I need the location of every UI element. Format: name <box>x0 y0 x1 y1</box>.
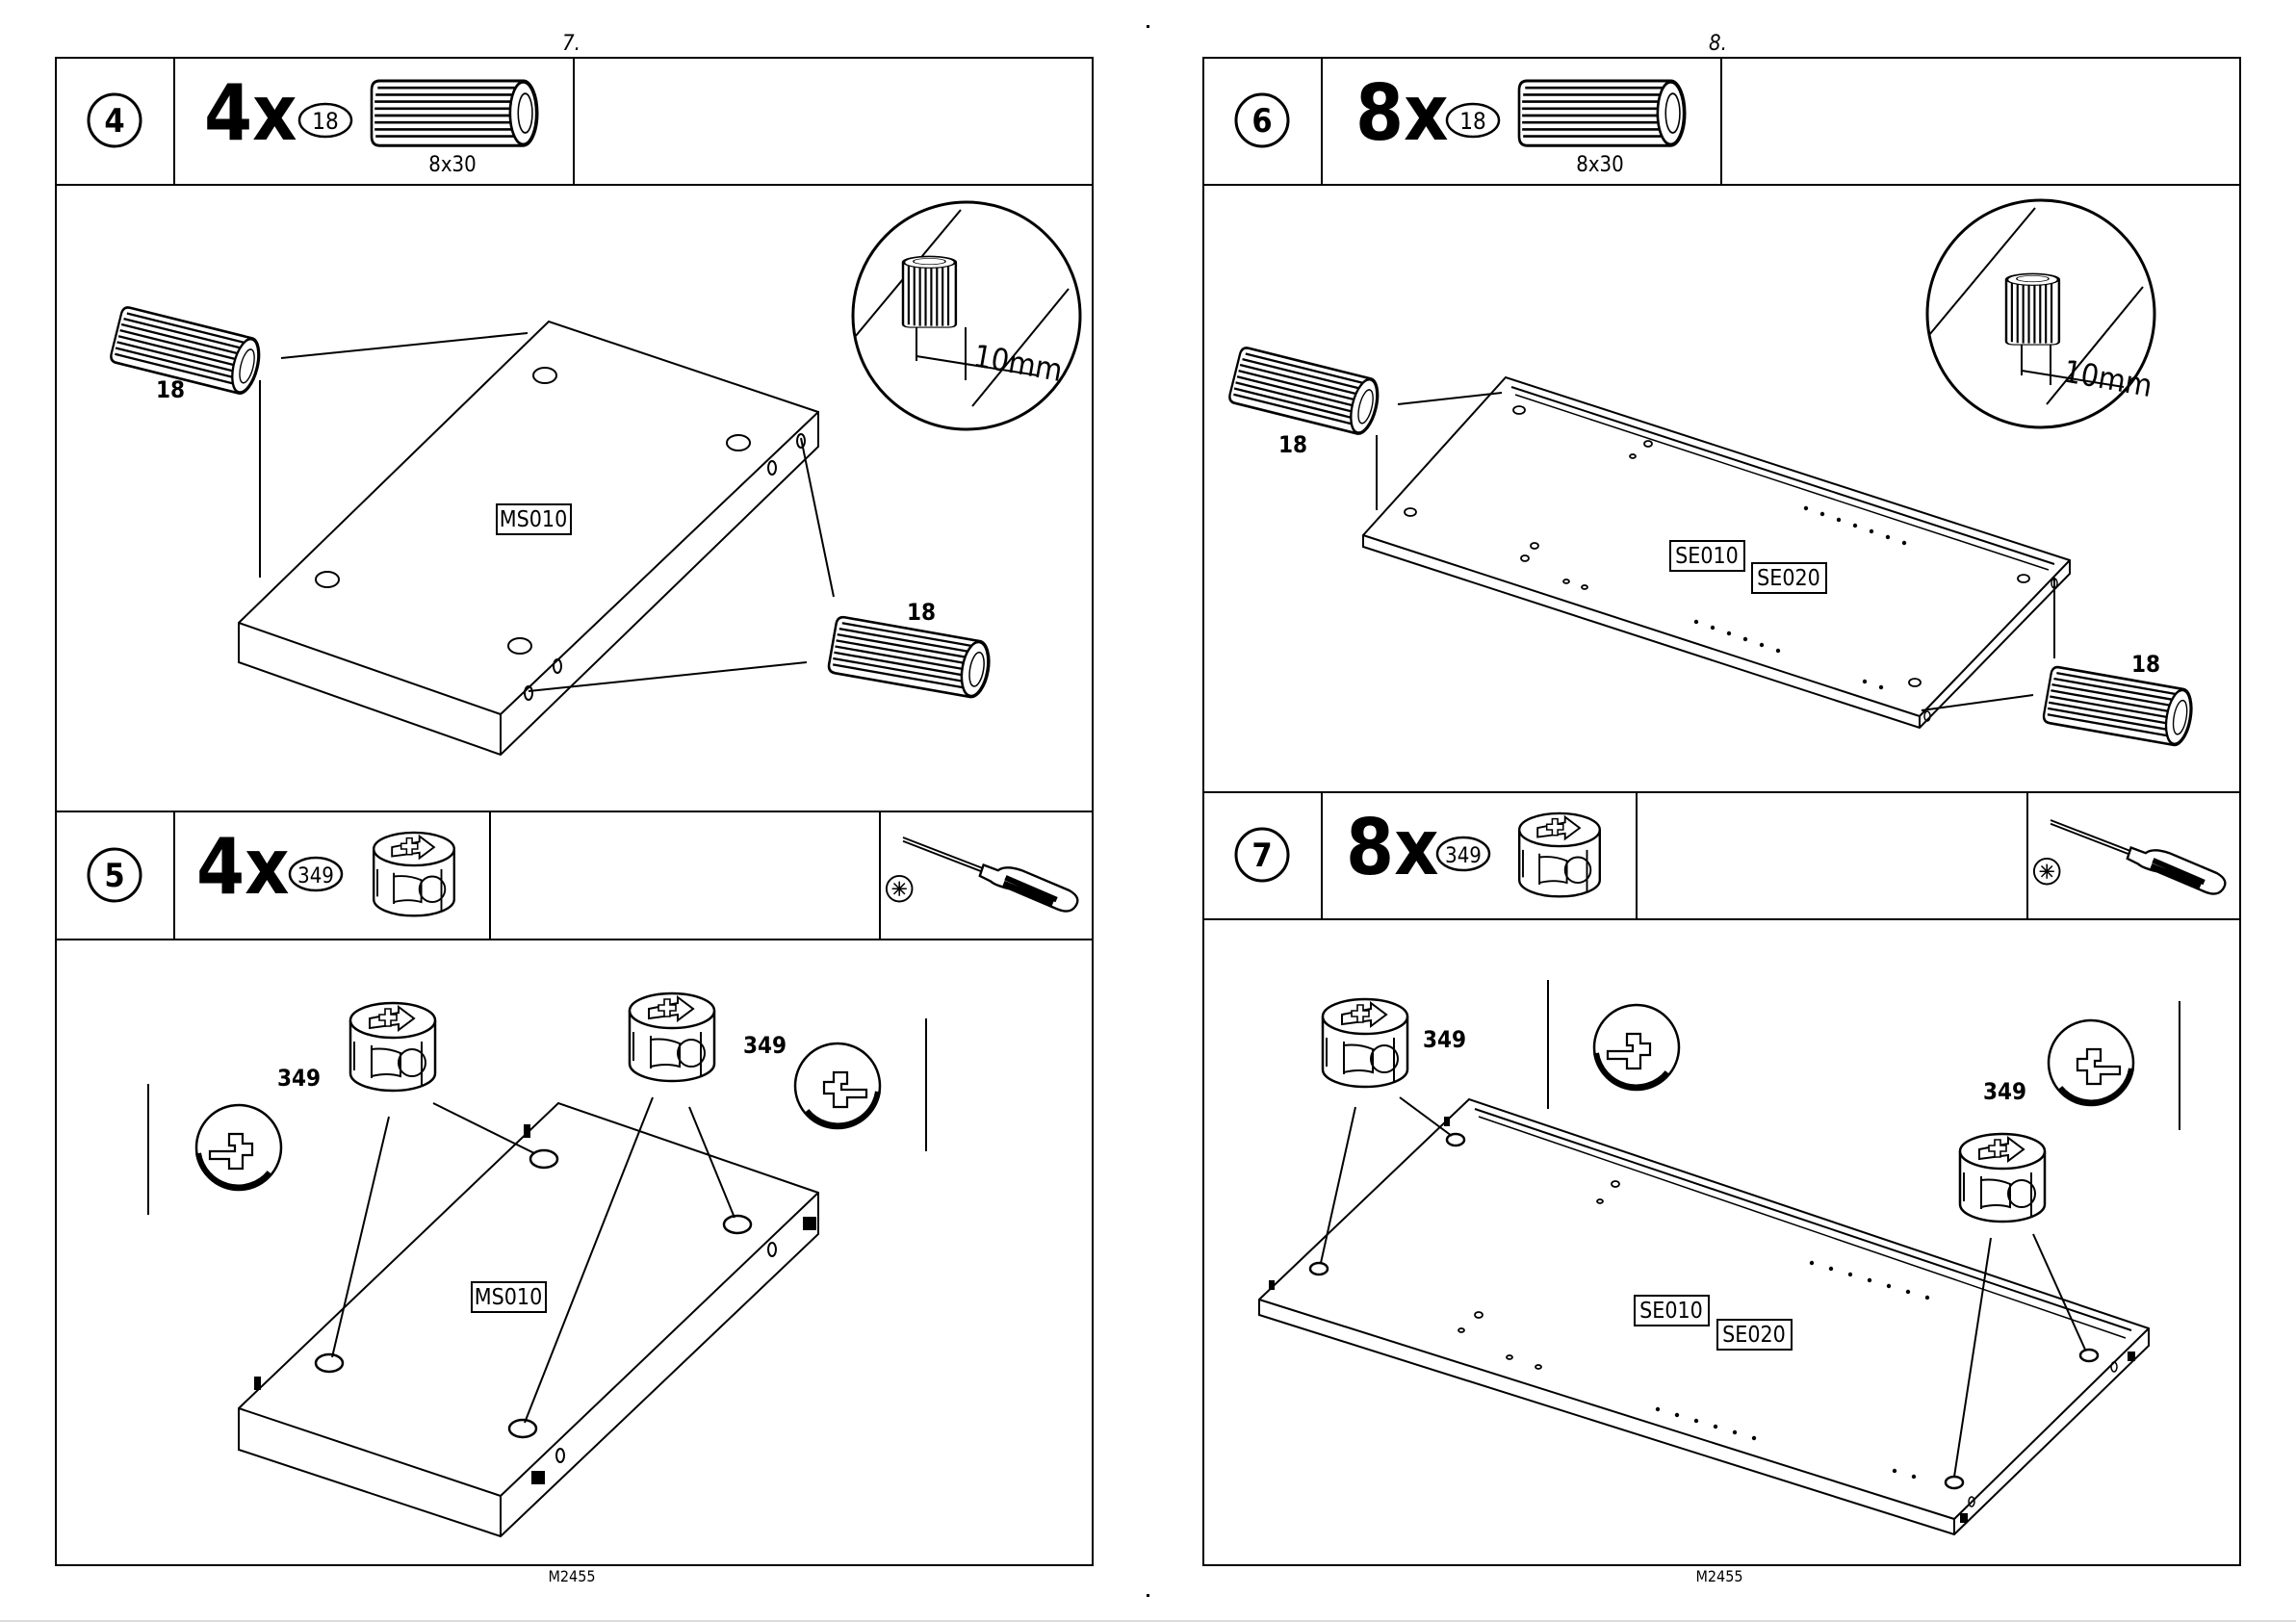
dowel-icon <box>1519 81 1685 145</box>
quantity: 8x <box>1355 68 1448 158</box>
part-size: 8x30 <box>428 153 476 177</box>
binding-mark <box>1147 25 1149 28</box>
binding-mark <box>1147 1594 1149 1597</box>
dowel-icon <box>110 306 265 397</box>
quantity: 4x <box>204 68 297 158</box>
part-size: 8x30 <box>1576 153 1623 177</box>
page-left: 7. 4 4x 18 8x30 <box>56 32 1093 1585</box>
detail-magnifier: 10mm <box>853 202 1080 429</box>
footer-code: M2455 <box>548 1567 595 1585</box>
cam-lock-icon <box>1323 999 1407 1087</box>
step-5-illustration: MS010 349 349 <box>148 993 926 1536</box>
callout-label: 349 <box>1423 1026 1466 1053</box>
step-number: 4 <box>104 102 124 141</box>
callout-label: 349 <box>1983 1078 2026 1105</box>
panel-label: SE020 <box>1757 566 1820 591</box>
quantity: 8x <box>1346 803 1438 892</box>
part-id: 349 <box>1445 844 1482 868</box>
step-4-header: 4 4x 18 8x30 <box>56 58 1093 185</box>
page-right: 8. 6 8x 18 8x30 <box>1203 32 2240 1585</box>
panel-label: SE010 <box>1675 544 1739 569</box>
step-number: 6 <box>1251 102 1272 141</box>
cam-lock-icon <box>374 833 454 915</box>
screwdriver-icon <box>2034 820 2225 894</box>
quantity: 4x <box>196 822 289 912</box>
lock-direction-icon <box>795 1043 880 1128</box>
dowel-icon <box>2043 666 2196 747</box>
page-number: 7. <box>562 32 580 56</box>
step-7-illustration: SE010 SE020 349 349 <box>1259 980 2180 1534</box>
dowel-icon <box>372 81 537 145</box>
cam-lock-icon <box>350 1003 435 1091</box>
callout-label: 18 <box>156 376 185 403</box>
step-5-header: 5 4x 349 <box>56 811 1093 940</box>
cam-lock-icon <box>1960 1134 2045 1222</box>
step-number: 7 <box>1251 837 1272 875</box>
page-number: 8. <box>1709 32 1727 56</box>
step-7-header: 7 8x 349 <box>1203 792 2240 919</box>
step-number: 5 <box>104 857 124 895</box>
panel-label: MS010 <box>500 507 567 532</box>
callout-label: 18 <box>1278 431 1307 458</box>
step-4-illustration: MS010 18 18 10mm <box>110 202 1080 755</box>
lock-direction-icon <box>196 1105 281 1190</box>
callout-label: 18 <box>2131 651 2160 678</box>
cam-lock-icon <box>630 993 714 1081</box>
step-6-illustration: SE010 SE020 18 18 10mm <box>1228 200 2196 747</box>
screwdriver-icon <box>887 837 1077 912</box>
part-id: 349 <box>297 864 334 888</box>
part-id: 18 <box>1459 108 1485 135</box>
cam-lock-icon <box>1519 813 1600 896</box>
dowel-icon <box>828 616 993 699</box>
footer-code: M2455 <box>1695 1567 1742 1585</box>
callout-label: 349 <box>277 1065 321 1092</box>
panel-label: SE020 <box>1722 1323 1786 1348</box>
callout-label: 349 <box>743 1032 787 1059</box>
callout-label: 18 <box>907 599 936 626</box>
part-id: 18 <box>312 108 338 135</box>
lock-direction-icon <box>2049 1020 2133 1105</box>
step-6-header: 6 8x 18 8x30 <box>1203 58 2240 185</box>
panel-label: MS010 <box>475 1285 542 1310</box>
lock-direction-icon <box>1594 1005 1679 1090</box>
panel-label: SE010 <box>1639 1299 1703 1324</box>
dowel-icon <box>1228 347 1383 437</box>
detail-magnifier: 10mm <box>1927 200 2155 427</box>
